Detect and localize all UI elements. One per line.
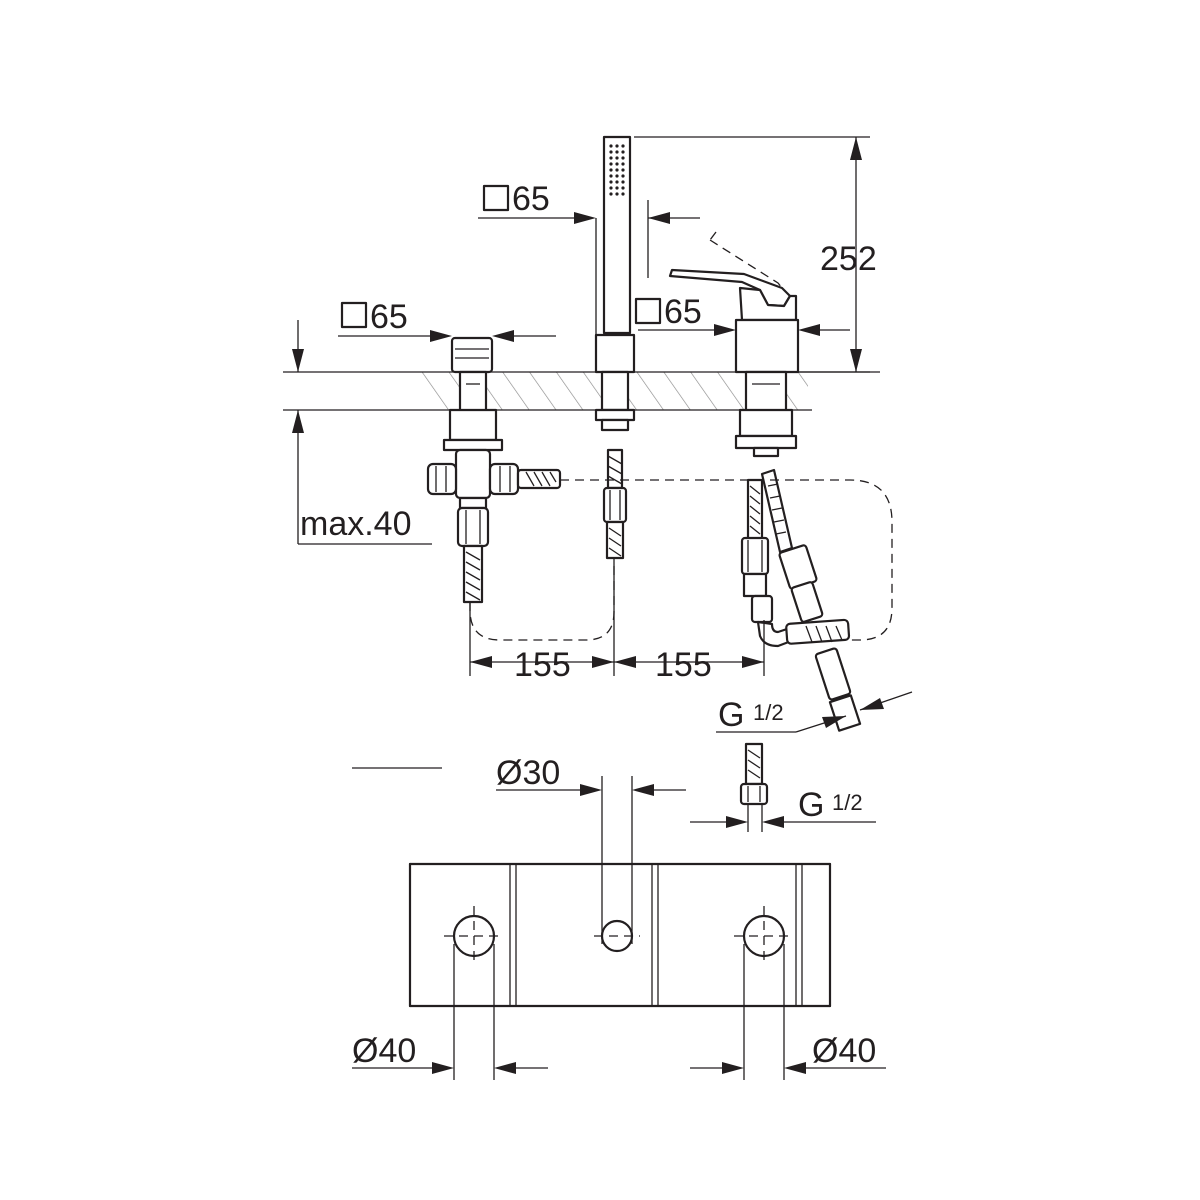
dim-spacing-right: 155 (655, 646, 712, 684)
dim-thread-conn: G (798, 786, 824, 824)
shower-nozzle-dot (615, 186, 619, 190)
dim-thread-conn-fraction: 1/2 (832, 790, 863, 815)
shower-nozzle-dot (609, 156, 613, 160)
left-valve (426, 336, 562, 604)
shower-nozzle-dot (615, 162, 619, 166)
dim-spacing-left: 155 (514, 646, 571, 684)
hole-right (734, 906, 794, 966)
shower-nozzle-dot (621, 192, 625, 196)
shower-nozzle-dot (615, 168, 619, 172)
deck-section (283, 371, 880, 411)
dim-square-left: 65 (370, 298, 408, 336)
dim-hole-right: Ø40 (812, 1032, 876, 1070)
dashed-hose-paths (469, 479, 893, 641)
dim-square-right: 65 (664, 293, 702, 331)
hand-shower (594, 135, 636, 560)
dim-max-deck: max.40 (300, 505, 412, 543)
shower-nozzle-dot (609, 186, 613, 190)
shower-nozzle-dot (621, 144, 625, 148)
shower-nozzle-dot (621, 168, 625, 172)
deck-plan-view (352, 767, 832, 1080)
square-symbol-icon (634, 297, 662, 325)
dimension-labels: 65 65 65 252 max.40 155 155 G 1/2 G 1/2 … (300, 180, 877, 1070)
square-symbol-icon (340, 301, 368, 329)
dim-total-height: 252 (820, 240, 877, 278)
shower-nozzle-dot (621, 180, 625, 184)
shower-nozzle-dot (609, 192, 613, 196)
shower-nozzle-dot (615, 174, 619, 178)
shower-nozzle-dot (609, 150, 613, 154)
dim-square-center: 65 (512, 180, 550, 218)
dimension-lines (292, 136, 913, 733)
shower-nozzle-dot (609, 162, 613, 166)
shower-nozzle-dot (615, 180, 619, 184)
hole-center (594, 919, 640, 953)
lever-mixer (668, 231, 800, 458)
hole-left (444, 906, 504, 966)
shower-nozzle-dot (621, 150, 625, 154)
shower-nozzle-dot (621, 174, 625, 178)
shower-nozzles (609, 144, 625, 196)
hole-dim-arrows (352, 1062, 886, 1074)
shower-nozzle-dot (609, 168, 613, 172)
shower-nozzle-dot (609, 180, 613, 184)
shower-nozzle-dot (609, 144, 613, 148)
connection-hoses (740, 468, 862, 732)
connector-detail (496, 742, 876, 944)
shower-nozzle-dot (615, 156, 619, 160)
shower-nozzle-dot (609, 174, 613, 178)
dim-thread-hose: G (718, 696, 744, 734)
dim-hole-center: Ø30 (496, 754, 560, 792)
square-symbol-icon (482, 184, 510, 212)
shower-nozzle-dot (621, 186, 625, 190)
shower-nozzle-dot (615, 192, 619, 196)
shower-nozzle-dot (621, 156, 625, 160)
dim-hole-left: Ø40 (352, 1032, 416, 1070)
shower-nozzle-dot (615, 144, 619, 148)
shower-nozzle-dot (621, 162, 625, 166)
shower-nozzle-dot (615, 150, 619, 154)
dim-thread-hose-fraction: 1/2 (753, 700, 784, 725)
